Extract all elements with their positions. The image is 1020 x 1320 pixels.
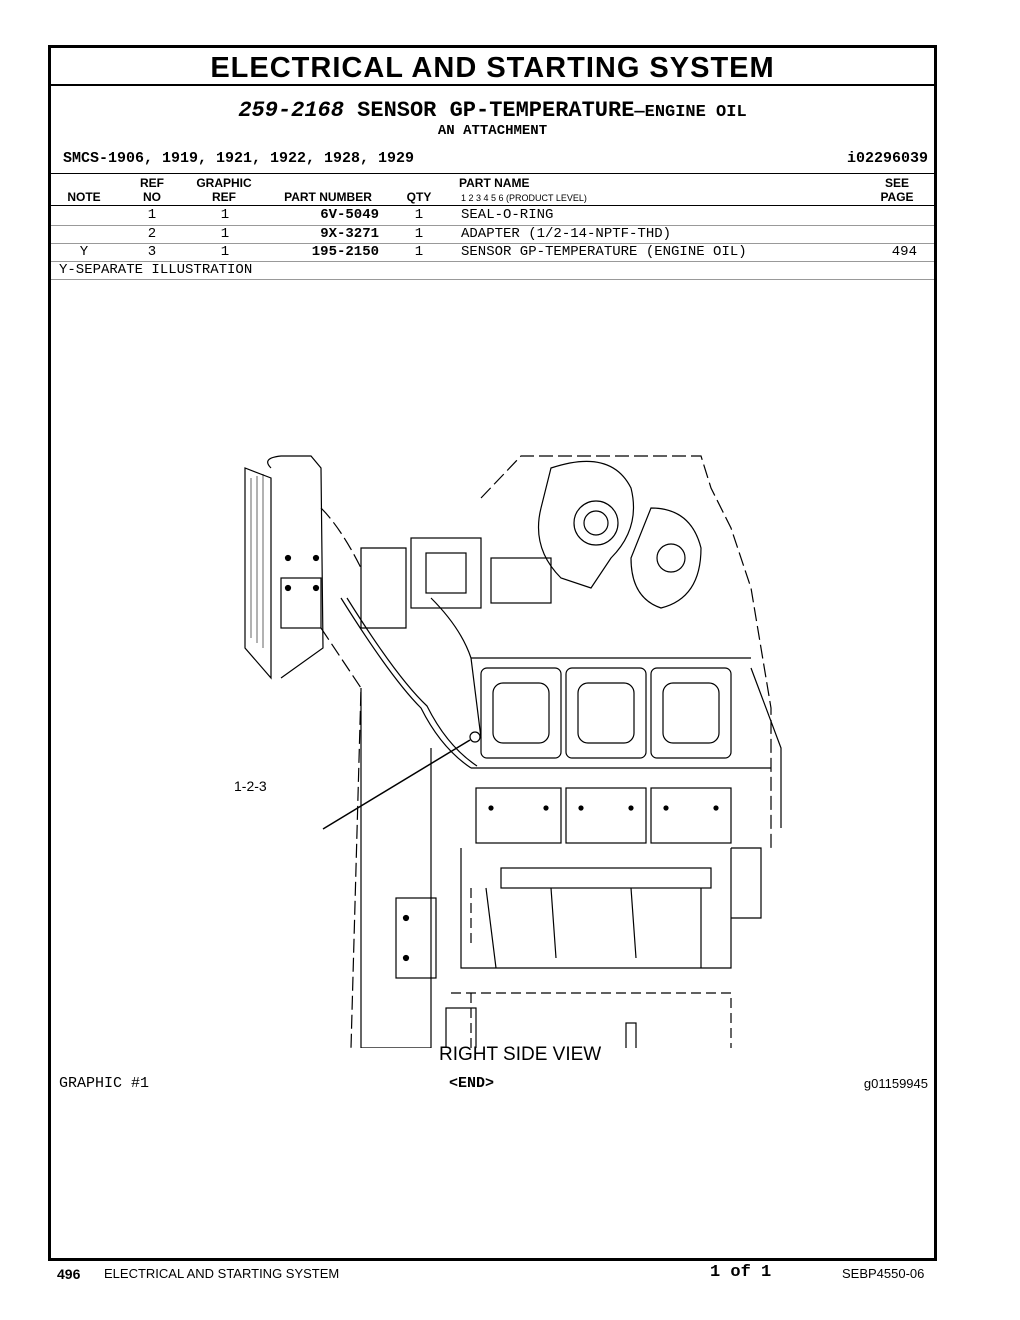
col-part-name: PART NAME [459,176,530,190]
row-graphic-ref: 1 [220,244,230,260]
callout-label: 1-2-3 [234,778,267,794]
row-qty: 1 [414,244,424,260]
col-product-level: 1 2 3 4 5 6 (PRODUCT LEVEL) [461,193,587,203]
footer-page-of: 1 of 1 [710,1263,772,1282]
page-title: ELECTRICAL AND STARTING SYSTEM [51,50,934,86]
row-part-number: 6V-5049 [320,207,379,223]
part-heading: 259-2168 SENSOR GP-TEMPERATURE—ENGINE OI… [51,98,934,123]
divider [51,279,934,280]
engine-illustration [244,455,782,1048]
note-text: Y-SEPARATE ILLUSTRATION [59,262,253,278]
row-graphic-ref: 1 [220,226,230,242]
attachment-label: AN ATTACHMENT [437,123,548,139]
col-ref-no-line2: NO [143,190,161,204]
col-graphic-ref-line2: REF [212,190,236,204]
part-number-heading: 259-2168 [238,98,344,123]
view-label: RIGHT SIDE VIEW [439,1044,602,1065]
graphic-label: GRAPHIC #1 [59,1075,150,1092]
smcs-codes: SMCS-1906, 1919, 1921, 1922, 1928, 1929 [63,150,415,167]
page-frame: ELECTRICAL AND STARTING SYSTEM 259-2168 … [48,45,937,1261]
col-see-page: SEE PAGE [867,176,927,204]
row-note: Y [79,244,89,260]
row-part-name: ADAPTER (1/2-14-NPTF-THD) [461,226,672,242]
end-marker: <END> [449,1075,495,1092]
footer-section: ELECTRICAL AND STARTING SYSTEM [104,1266,340,1281]
document-id: i02296039 [846,150,928,167]
divider [51,205,934,206]
row-graphic-ref: 1 [220,207,230,223]
row-part-name: SEAL-O-RING [461,207,554,223]
row-part-number: 195-2150 [311,244,379,260]
divider [51,173,934,174]
col-qty: QTY [406,190,432,204]
col-see-page-line1: SEE [884,176,909,190]
footer-doc-code: SEBP4550-06 [842,1266,925,1281]
footer-page-number: 496 [57,1266,81,1282]
part-name-heading: SENSOR GP-TEMPERATURE [357,98,635,123]
col-graphic-ref: GRAPHIC REF [189,176,259,204]
row-ref-no: 2 [147,226,157,242]
row-ref-no: 3 [147,244,157,260]
col-graphic-ref-line1: GRAPHIC [196,176,252,190]
col-see-page-line2: PAGE [880,190,914,204]
col-ref-no-line1: REF [140,176,164,190]
row-part-name: SENSOR GP-TEMPERATURE (ENGINE OIL) [461,244,747,260]
row-ref-no: 1 [147,207,157,223]
row-divider [51,261,934,262]
row-qty: 1 [414,207,424,223]
row-see-page: 494 [891,244,917,260]
col-part-number: PART NUMBER [284,190,372,204]
row-divider [51,225,934,226]
col-ref-no: REF NO [131,176,173,204]
graphic-id: g01159945 [863,1076,928,1091]
col-note: NOTE [67,190,101,204]
row-qty: 1 [414,226,424,242]
row-divider [51,243,934,244]
part-suffix-heading: —ENGINE OIL [634,103,747,122]
row-part-number: 9X-3271 [320,226,379,242]
